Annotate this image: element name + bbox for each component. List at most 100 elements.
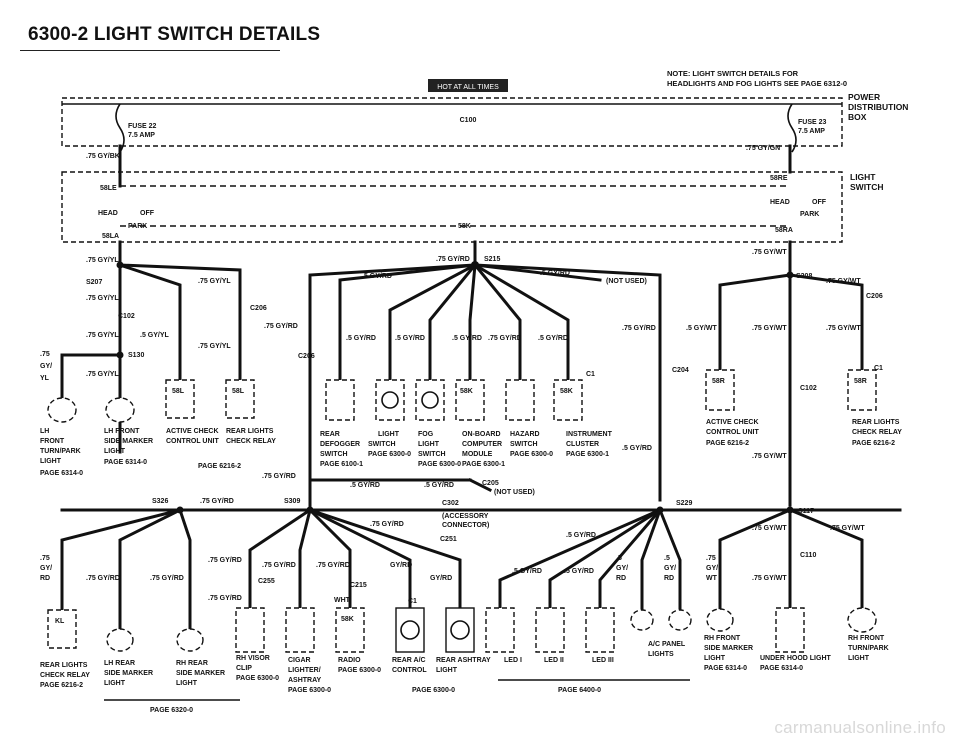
- fuse-22-label: FUSE 22: [128, 123, 157, 130]
- wire-label-gy-rd-p: .75 GY/RD: [150, 575, 184, 582]
- label-onboard-1: ON-BOARD: [462, 431, 501, 438]
- label-lh-front-turn-page: PAGE 6314-0: [40, 470, 83, 477]
- note-line-2: HEADLIGHTS AND FOG LIGHTS SEE PAGE 6312-…: [667, 79, 847, 88]
- label-lh-front-side-3: LIGHT: [104, 448, 126, 455]
- wire-label-gy-rd-5-x: .5 GY/RD: [564, 568, 594, 575]
- title-rule: [20, 50, 280, 51]
- wire-label-gy-wt-b: .75 GY/WT: [826, 278, 861, 285]
- wire-label-gy-yl-6: .5 GY/YL: [140, 332, 170, 339]
- label-rh-front-side-page: PAGE 6314-0: [704, 665, 747, 672]
- label-rh-front-turn-3: LIGHT: [848, 655, 870, 662]
- box-underhood: [775, 607, 805, 653]
- label-lh-rear-3: LIGHT: [104, 680, 126, 687]
- label-cigar-1: CIGAR: [288, 657, 311, 664]
- wire-to-rh-front-turn: [788, 508, 864, 612]
- wire-label-gy-yl-4: .75 GY/YL: [198, 343, 231, 350]
- lamp-rh-rear: [176, 628, 204, 652]
- box-rear-check-left: [225, 379, 255, 419]
- label-radio-page: PAGE 6300-0: [338, 667, 381, 674]
- switch-58k: 58K: [458, 223, 471, 230]
- splice-s229: S229: [676, 500, 692, 507]
- label-instrument-2: CLUSTER: [566, 441, 599, 448]
- wire-label-yl: YL: [40, 375, 50, 382]
- label-rear-lights-2: CHECK RELAY: [226, 438, 276, 445]
- wire-label-gy-b: GY/: [664, 565, 676, 572]
- label-rh-front-side-1: RH FRONT: [704, 635, 741, 642]
- label-rear-page: PAGE 6300-0: [412, 687, 455, 694]
- label-rear-lights-bl-1: REAR LIGHTS: [40, 662, 88, 669]
- pin-58l-b: 58L: [232, 388, 245, 395]
- c100-label: C100: [460, 117, 477, 124]
- wire-gy-rd-right: [473, 263, 662, 502]
- wire-to-light-switch-light: [388, 262, 478, 382]
- label-lh-front-turn-2: FRONT: [40, 438, 65, 445]
- label-rear-lights-r-page: PAGE 6216-2: [852, 440, 895, 447]
- wire-label-gy-rd-5-k: .5 GY/RD: [424, 482, 454, 489]
- label-underhood-page: PAGE 6314-0: [760, 665, 803, 672]
- label-rear-ac-1: REAR A/C: [392, 657, 426, 664]
- label-rh-rear-3: LIGHT: [176, 680, 198, 687]
- fuse-23-symbol: [787, 103, 797, 153]
- wire-to-rh-rear: [178, 508, 192, 632]
- label-cigar-page: PAGE 6300-0: [288, 687, 331, 694]
- hot-at-all-times-label: HOT AT ALL TIMES: [437, 84, 499, 91]
- wire-label-gy: GY/: [40, 363, 52, 370]
- pin-kl: KL: [55, 618, 65, 625]
- wire-label-gy-wt-g: .75 GY/WT: [830, 525, 865, 532]
- wire-label-gy-rd-i: .75 GY/RD: [262, 473, 296, 480]
- wire-to-rh-front-side: [718, 508, 792, 612]
- power-dist-label-2: DISTRIBUTION: [848, 102, 908, 112]
- wire-label-gy-rd-5-b: .5 GY/RD: [540, 270, 570, 277]
- wire-label-gy-wt-h: .75 GY/WT: [752, 575, 787, 582]
- splice-s215: S215: [484, 256, 500, 263]
- watermark: carmanualsonline.info: [774, 718, 946, 737]
- wire-label-gy-a: GY/: [616, 565, 628, 572]
- wire-label-gy-yl-3: .75 GY/YL: [86, 295, 119, 302]
- wire-label-rd-l: RD: [40, 575, 50, 582]
- label-onboard-page: PAGE 6300-1: [462, 461, 505, 468]
- label-rh-visor-2: CLIP: [236, 665, 252, 672]
- wire-label-gy-rd-s: .75 GY/RD: [316, 562, 350, 569]
- label-active-check-r-1: ACTIVE CHECK: [706, 419, 759, 426]
- label-lh-front-side-1: LH FRONT: [104, 428, 140, 435]
- label-lh-front-turn-3: TURN/PARK: [40, 448, 81, 455]
- label-led-page: PAGE 6400-0: [558, 687, 601, 694]
- lamp-lh-front-turn: [47, 397, 77, 423]
- conn-c110: C110: [800, 552, 816, 559]
- wire-label-gy-rd-r: .75 GY/RD: [262, 562, 296, 569]
- wire-label-gy-rd-v: GY/RD: [430, 575, 452, 582]
- wire-label-rd-a: RD: [616, 575, 626, 582]
- wire-to-ac-panel-2: [658, 508, 682, 610]
- label-instrument-page: PAGE 6300-1: [566, 451, 609, 458]
- label-rear-ac-2: CONTROL: [392, 667, 427, 674]
- label-active-check-1: ACTIVE CHECK: [166, 428, 219, 435]
- box-rear-defogger: [325, 379, 355, 421]
- label-rear-defogger-3: SWITCH: [320, 451, 348, 458]
- label-hazard-1: HAZARD: [510, 431, 540, 438]
- switch-head-r: HEAD: [770, 199, 790, 206]
- splice-s309: S309: [284, 498, 300, 505]
- label-rear-defogger-1: REAR: [320, 431, 340, 438]
- wire-label-wht: WHT: [334, 597, 351, 604]
- label-rear-defogger-page: PAGE 6100-1: [320, 461, 363, 468]
- box-rear-check-right: [847, 369, 877, 411]
- pin-58l-a: 58L: [172, 388, 185, 395]
- light-switch-label-2: SWITCH: [850, 182, 884, 192]
- power-dist-label-3: BOX: [848, 112, 867, 122]
- light-switch-label-1: LIGHT: [850, 172, 876, 182]
- wire-label-gy-gn: .75 GY/GN: [746, 145, 780, 152]
- label-onboard-3: MODULE: [462, 451, 493, 458]
- label-light-switch-2: SWITCH: [368, 441, 396, 448]
- label-led1: LED I: [504, 657, 522, 664]
- power-dist-label-1: POWER: [848, 92, 880, 102]
- wire-label-gy-rd-5-n: .5 GY/RD: [566, 532, 596, 539]
- wire-label-gy-yl-5: .75 GY/YL: [86, 332, 119, 339]
- box-radio: [335, 607, 365, 653]
- conn-c206-c: C206: [298, 353, 315, 360]
- label-rear-lights-bl-2: CHECK RELAY: [40, 672, 90, 679]
- wire-label-gy-rd-l: .75 GY/RD: [200, 498, 234, 505]
- wire-label-gy-yl-2: .75 GY/YL: [198, 278, 231, 285]
- label-onboard-2: COMPUTER: [462, 441, 502, 448]
- wire-label-gy-wt-5: .5 GY/WT: [686, 325, 717, 332]
